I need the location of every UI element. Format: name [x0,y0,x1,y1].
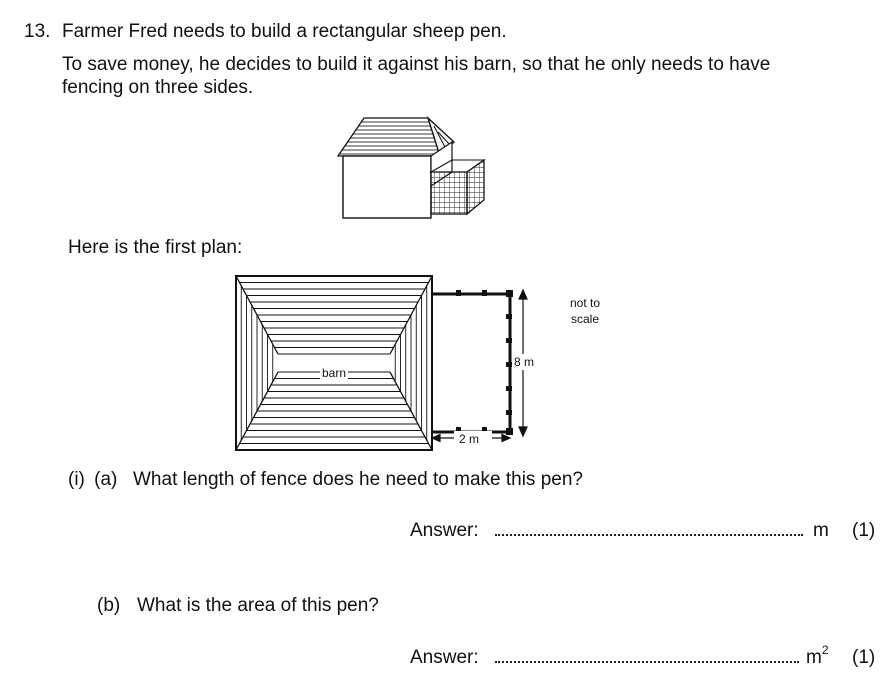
plan-intro: Here is the first plan: [68,237,243,258]
answer-b-line[interactable] [495,661,799,663]
plan-diagram [235,275,534,451]
part-a-marks: (1) [852,520,876,541]
width-label: 2 m [459,432,480,446]
pen-fence [432,292,512,434]
answer-a-unit: m [813,520,829,541]
part-b-marks: (1) [852,647,876,668]
answer-a-label: Answer: [410,520,479,541]
question-number: 13. [24,21,51,42]
answer-b-unit-sup: 2 [821,643,829,657]
answer-b-label: Answer: [410,647,479,668]
answer-b-unit: m2 [806,643,829,668]
question-line-1: Farmer Fred needs to build a rectangular… [62,21,507,42]
pen-fence-side [466,158,485,216]
part-a-question: What length of fence does he need to mak… [133,469,583,490]
barn-illustration [336,115,486,219]
part-b-label: (b) [97,595,121,616]
part-a-label: (i) (a) [68,469,118,490]
pen-fence-front [430,171,468,215]
barn-wall [342,155,432,219]
barn-label: barn [320,366,349,380]
height-label: 8 m [514,355,535,369]
scale-note-line-1: not to [570,296,601,310]
scale-note-line-2: scale [571,312,600,326]
fence-posts [456,290,513,435]
barn-roof [336,117,441,157]
question-line-2: To save money, he decides to build it ag… [62,54,771,75]
barn-roof-plan [235,275,433,451]
part-b-question: What is the area of this pen? [137,595,379,616]
answer-a-line[interactable] [495,534,803,536]
question-line-3: fencing on three sides. [62,77,254,98]
